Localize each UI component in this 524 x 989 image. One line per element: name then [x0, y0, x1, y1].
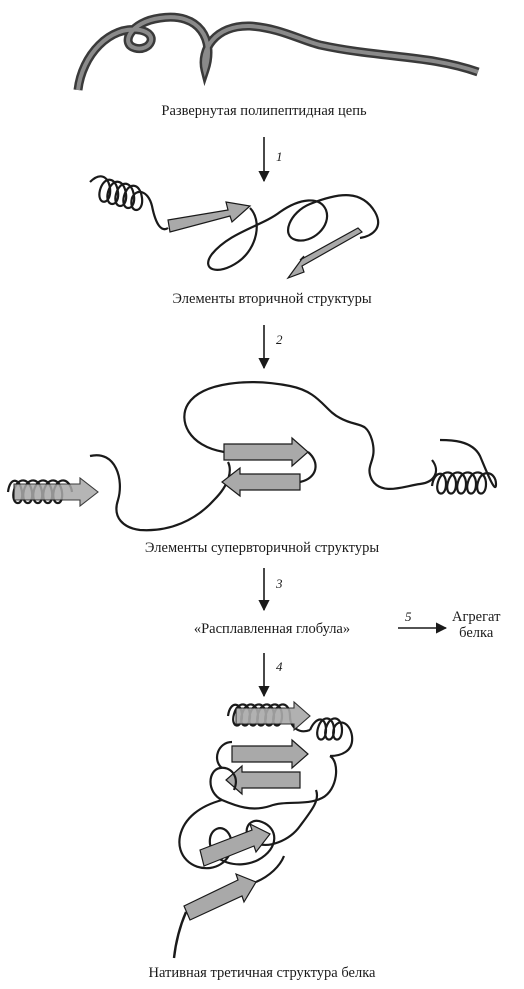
beta-strand-arrow [167, 201, 252, 233]
step-number-4: 4 [276, 659, 283, 674]
step-number-5: 5 [405, 609, 412, 624]
native-strand-4 [199, 822, 271, 867]
helix-arrow [13, 476, 99, 508]
step-number-2: 2 [276, 332, 283, 347]
beta-hairpin-arrow-top [223, 436, 309, 468]
secondary-structure-drawing [89, 175, 380, 280]
beta-hairpin-arrow-bottom [221, 466, 301, 498]
beta-strand-arrow-2 [286, 227, 363, 280]
unfolded-chain-ribbon [73, 12, 480, 91]
step-number-1: 1 [276, 149, 283, 164]
native-strand-3 [225, 764, 301, 796]
native-strand-5 [183, 872, 257, 921]
stage-label-native: Нативная третичная структура белка [148, 965, 376, 981]
aggregate-label-line2: белка [459, 625, 494, 642]
aggregate-label-line1: Агрегат [452, 609, 501, 625]
stage-label-molten-globule: «Расплавленная глобула» [193, 621, 351, 637]
stage-label-unfolded: Развернутая полипептидная цепь [161, 103, 367, 119]
stage-label-secondary: Элементы вторичной структуры [172, 291, 372, 307]
supersecondary-structure-drawing [6, 381, 498, 532]
stage-label-supersecondary: Элементы супервторичной структуры [144, 540, 380, 556]
native-strand-1 [235, 700, 311, 732]
native-structure-drawing [172, 700, 354, 959]
aggregate-label: Агрегат белка [452, 609, 500, 641]
native-strand-2 [231, 738, 309, 770]
step-number-3: 3 [276, 576, 283, 591]
